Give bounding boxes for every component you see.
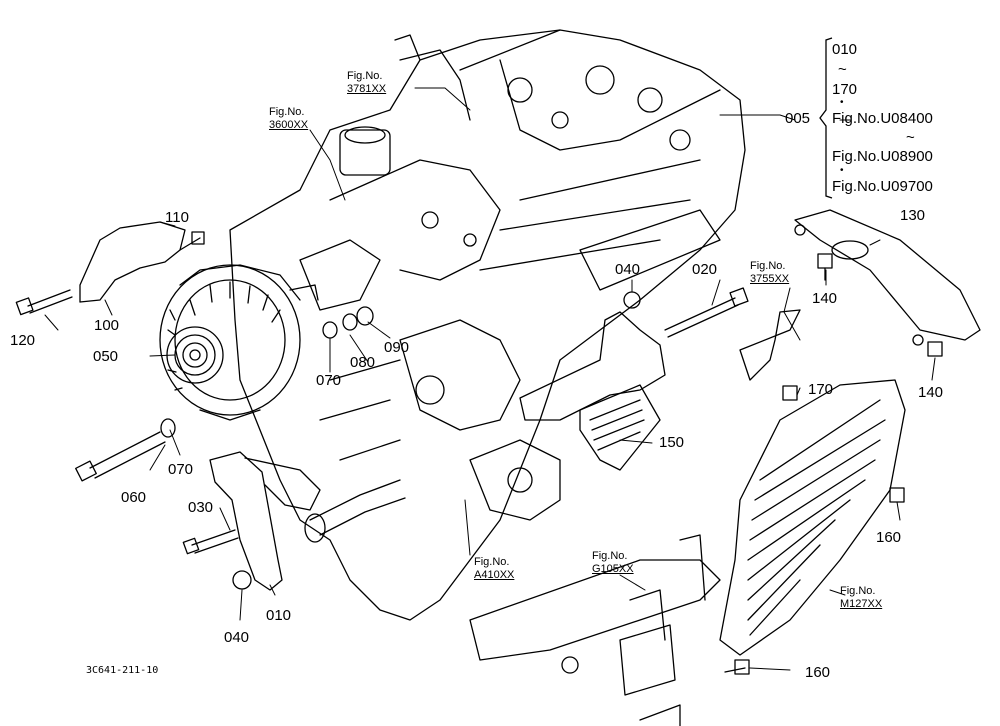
part-label-170: 170	[808, 381, 834, 398]
part-label-160-bottom: 160	[805, 664, 831, 681]
stay-010-drawing	[209, 451, 283, 591]
part-label-120: 120	[10, 332, 36, 349]
drawing-code: 3C641-211-10	[86, 665, 159, 676]
part-label-030: 030	[188, 499, 214, 516]
part-label-040-lower: 040	[224, 629, 250, 646]
grille-panel-drawing	[719, 379, 906, 656]
part-label-150: 150	[659, 434, 685, 451]
part-label-110: 110	[165, 209, 189, 226]
fig-ref-3600: Fig.No.3600XX	[269, 106, 309, 131]
leader-lines	[44, 87, 936, 671]
cover-130-drawing	[794, 209, 981, 346]
fig-ref-a410: Fig.No.A410XX	[474, 556, 515, 581]
part-label-070-upper: 070	[316, 372, 342, 389]
part-label-160-right: 160	[876, 529, 902, 546]
fig-ref-m127: Fig.No.M127XX	[840, 585, 883, 610]
alternator-drawing	[159, 264, 319, 421]
part-label-020: 020	[692, 261, 718, 278]
bracket-tilde-1: ~	[838, 61, 847, 78]
part-label-100: 100	[94, 317, 120, 334]
fig-ref-g105: Fig.No.G105XX	[592, 550, 634, 575]
part-label-140-upper: 140	[812, 290, 838, 307]
bracket-fig-u08900: Fig.No.U08900	[832, 148, 933, 165]
part-label-090: 090	[384, 339, 410, 356]
bracket-range-end: 170	[832, 81, 858, 98]
bracket-tilde-2: ~	[906, 129, 915, 146]
bracket-dot-1: •	[840, 97, 844, 108]
part-label-005: 005	[785, 110, 811, 127]
part-label-050: 050	[93, 348, 119, 365]
part-label-130: 130	[900, 207, 926, 224]
bolt-060-drawing	[75, 418, 176, 482]
part-label-040-upper: 040	[615, 261, 641, 278]
bracket-fig-u09700: Fig.No.U09700	[832, 178, 933, 195]
part-label-140-lower: 140	[918, 384, 944, 401]
engine-block	[229, 29, 746, 621]
frame-drawing	[469, 534, 721, 726]
fig-ref-3781: Fig.No.3781XX	[347, 70, 387, 95]
bracket-fig-u08400: Fig.No.U08400	[832, 110, 933, 127]
bracket-range-start: 010	[832, 41, 858, 58]
part-label-070-lower: 070	[168, 461, 194, 478]
fig-ref-3755: Fig.No.3755XX	[750, 260, 790, 285]
part-label-010: 010	[266, 607, 292, 624]
bracket-dot-2: •	[840, 165, 844, 176]
bracket-150-drawing	[519, 311, 666, 471]
bracket-100-drawing	[79, 221, 186, 303]
part-label-060: 060	[121, 489, 147, 506]
part-label-080: 080	[350, 354, 376, 371]
